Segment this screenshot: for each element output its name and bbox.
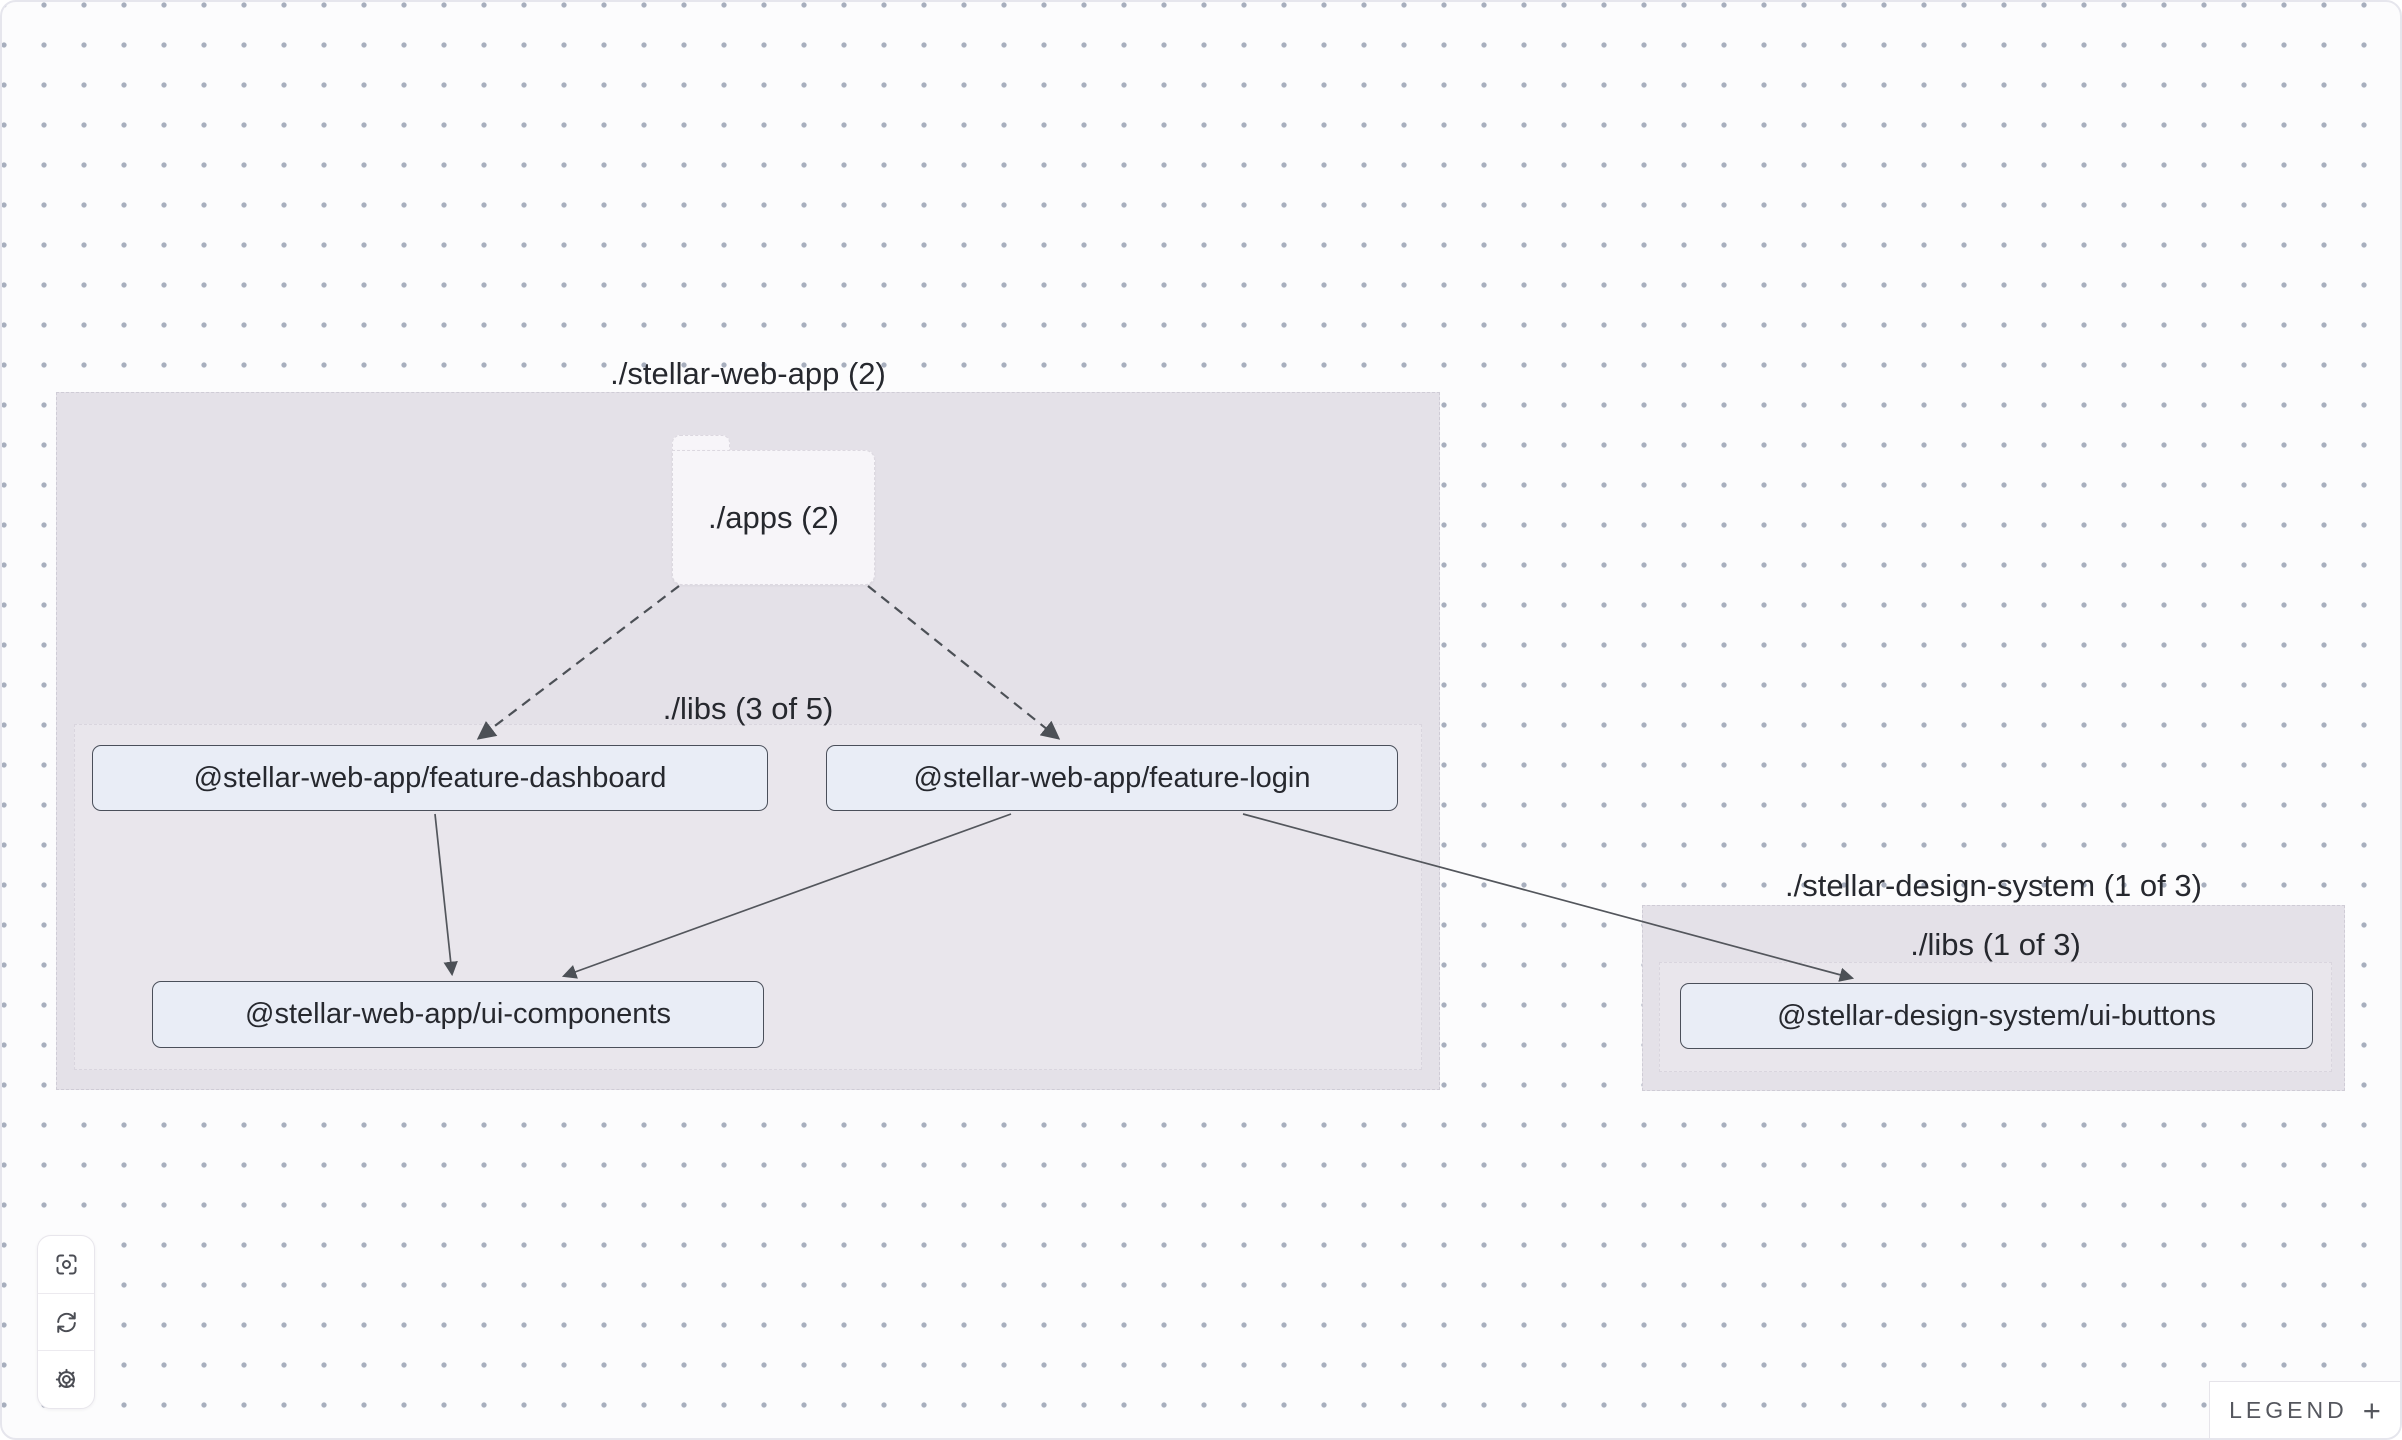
legend-toggle[interactable]: LEGEND + — [2209, 1381, 2400, 1438]
subcluster-web-app-libs-label: ./libs (3 of 5) — [662, 691, 834, 726]
project-node-ui-buttons[interactable]: @stellar-design-system/ui-buttons — [1680, 983, 2313, 1049]
subcluster-design-system-libs-label: ./libs (1 of 3) — [1910, 927, 2081, 962]
project-node-feature-login[interactable]: @stellar-web-app/feature-login — [826, 745, 1398, 811]
project-node-ui-components-label: @stellar-web-app/ui-components — [245, 998, 671, 1030]
folder-node-apps[interactable]: ./apps (2) — [672, 450, 875, 585]
plus-icon: + — [2362, 1392, 2381, 1428]
project-node-feature-dashboard-label: @stellar-web-app/feature-dashboard — [193, 761, 667, 794]
graph-toolbar — [37, 1235, 95, 1409]
project-node-feature-login-label: @stellar-web-app/feature-login — [913, 761, 1311, 794]
refresh-button[interactable] — [38, 1292, 94, 1351]
settings-button[interactable] — [38, 1350, 94, 1408]
project-node-feature-dashboard[interactable]: @stellar-web-app/feature-dashboard — [92, 745, 768, 811]
legend-label: LEGEND — [2229, 1396, 2348, 1423]
project-node-ui-components[interactable]: @stellar-web-app/ui-components — [152, 981, 764, 1048]
refresh-icon — [53, 1309, 80, 1336]
focus-button[interactable] — [38, 1236, 94, 1293]
gear-icon — [53, 1366, 80, 1393]
cluster-stellar-design-system-label: ./stellar-design-system (1 of 3) — [1785, 868, 2202, 903]
project-node-ui-buttons-label: @stellar-design-system/ui-buttons — [1777, 999, 2216, 1032]
folder-apps-tab — [672, 435, 730, 452]
focus-icon — [53, 1251, 80, 1278]
cluster-stellar-web-app-label: ./stellar-web-app (2) — [610, 356, 886, 391]
folder-apps-label: ./apps (2) — [708, 499, 839, 535]
